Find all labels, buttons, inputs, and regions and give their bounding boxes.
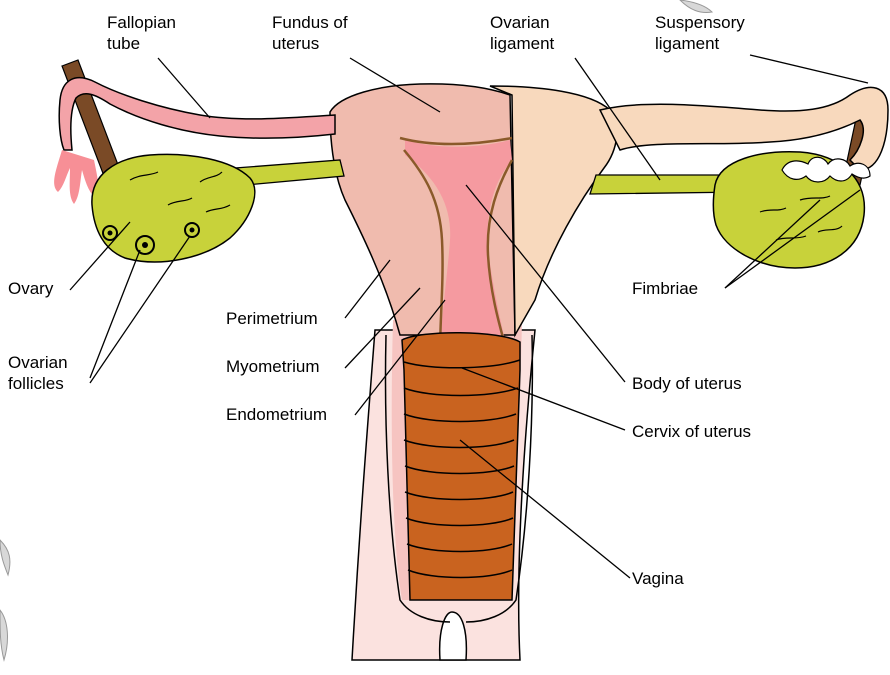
label-ovarian-ligament: Ovarian ligament <box>490 12 554 54</box>
right-tube <box>600 87 888 170</box>
label-fundus-of-uterus: Fundus of uterus <box>272 12 348 54</box>
label-myometrium: Myometrium <box>226 356 320 377</box>
label-vagina: Vagina <box>632 568 684 589</box>
label-endometrium: Endometrium <box>226 404 327 425</box>
label-cervix-of-uterus: Cervix of uterus <box>632 421 751 442</box>
label-fimbriae: Fimbriae <box>632 278 698 299</box>
left-ovary <box>92 154 255 262</box>
vagina <box>402 333 520 600</box>
label-perimetrium: Perimetrium <box>226 308 318 329</box>
label-fallopian-tube: Fallopian tube <box>107 12 176 54</box>
label-ovarian-follicles: Ovarian follicles <box>8 352 68 394</box>
label-suspensory-ligament: Suspensory ligament <box>655 12 745 54</box>
label-ovary: Ovary <box>8 278 53 299</box>
label-body-of-uterus: Body of uterus <box>632 373 742 394</box>
